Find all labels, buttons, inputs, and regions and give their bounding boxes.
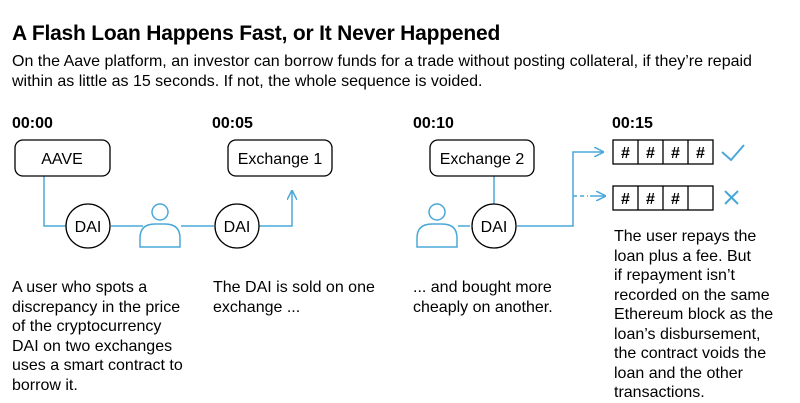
svg-text:#: # bbox=[621, 145, 630, 162]
user-icon-2 bbox=[416, 203, 458, 248]
dai-label-2: DAI bbox=[224, 219, 251, 236]
svg-text:#: # bbox=[621, 191, 630, 208]
check-icon bbox=[721, 144, 745, 162]
timestamp-0015: 00:15 bbox=[612, 115, 653, 132]
svg-text:#: # bbox=[671, 145, 680, 162]
svg-text:#: # bbox=[671, 191, 680, 208]
dai-token-1 bbox=[65, 203, 111, 249]
caption-step-3: ... and bought more cheaply on another. bbox=[413, 279, 553, 316]
block-row-voided: # # # bbox=[612, 185, 714, 211]
svg-text:#: # bbox=[646, 145, 655, 162]
timestamp-0010: 00:10 bbox=[413, 115, 454, 132]
svg-text:#: # bbox=[646, 191, 655, 208]
timestamp-0005: 00:05 bbox=[212, 115, 253, 132]
block-row-confirmed: # # # # bbox=[612, 139, 714, 165]
page-subtitle: On the Aave platform, an investor can bo… bbox=[12, 53, 752, 90]
aave-node bbox=[14, 139, 111, 177]
page-title: A Flash Loan Happens Fast, or It Never H… bbox=[12, 22, 501, 45]
step-3-connectors bbox=[458, 152, 605, 227]
caption-step-4: The user repays the loan plus a fee. But… bbox=[614, 228, 774, 401]
dai-label-3: DAI bbox=[481, 219, 508, 236]
x-mark-icon bbox=[724, 190, 739, 205]
step-2-connectors bbox=[181, 191, 292, 227]
step-1-connectors bbox=[43, 176, 143, 227]
exchange-2-node bbox=[429, 139, 535, 177]
caption-step-2: The DAI is sold on one exchange ... bbox=[213, 279, 375, 316]
svg-text:#: # bbox=[696, 145, 705, 162]
exchange-2-label: Exchange 2 bbox=[440, 151, 525, 168]
timestamp-0000: 00:00 bbox=[12, 115, 53, 132]
aave-label: AAVE bbox=[41, 151, 83, 168]
dai-token-3 bbox=[471, 203, 517, 249]
user-icon-1 bbox=[139, 203, 181, 248]
dai-label-1: DAI bbox=[75, 219, 102, 236]
dai-token-2 bbox=[214, 203, 260, 249]
exchange-1-node bbox=[227, 139, 333, 177]
caption-step-1: A user who spots a discrepancy in the pr… bbox=[12, 279, 183, 394]
exchange-1-label: Exchange 1 bbox=[238, 151, 323, 168]
